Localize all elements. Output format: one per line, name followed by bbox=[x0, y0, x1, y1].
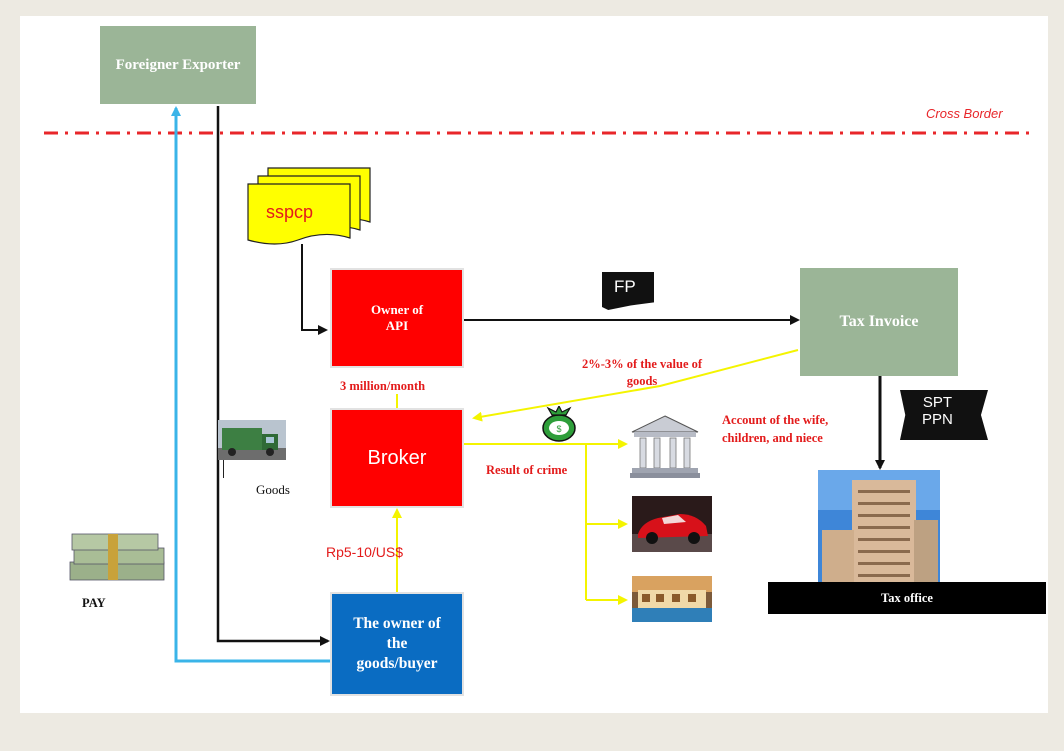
cross-border-label: Cross Border bbox=[926, 106, 1003, 121]
sspcp-document-icon bbox=[247, 167, 371, 245]
money-bag-icon: $ bbox=[542, 406, 576, 442]
account-label: Account of the wife, children, and niece bbox=[722, 413, 829, 445]
broker-label: Broker bbox=[367, 446, 427, 469]
arrow-sspcp-to-api bbox=[301, 244, 328, 335]
office-building-image bbox=[818, 470, 940, 600]
tax-invoice-box: Tax Invoice bbox=[800, 268, 958, 376]
arrow-invoice-to-broker bbox=[472, 349, 799, 422]
tax-office-label: Tax office bbox=[881, 590, 933, 605]
three-million-label: 3 million/month bbox=[340, 379, 426, 393]
percentage-label: 2%-3% of the value of goods bbox=[581, 357, 703, 388]
arrow-owner-to-exporter bbox=[171, 106, 330, 663]
owner-of-goods-box: The owner of the goods/buyer bbox=[330, 592, 464, 696]
car-image bbox=[632, 496, 712, 552]
diagram-canvas: Foreigner Exporter Cross Border sspcp Ow… bbox=[20, 16, 1048, 713]
rp-label: Rp5-10/US$ bbox=[326, 544, 404, 560]
foreigner-exporter-label: Foreigner Exporter bbox=[115, 56, 241, 73]
goods-label: Goods bbox=[256, 482, 290, 497]
money-stack-image bbox=[69, 533, 165, 581]
result-of-crime-label: Result of crime bbox=[486, 463, 568, 477]
owner-of-goods-label: The owner of the goods/buyer bbox=[353, 614, 441, 673]
fp-label: FP bbox=[614, 277, 636, 296]
owner-api-box: Owner of API bbox=[330, 268, 464, 368]
bank-icon bbox=[630, 415, 700, 478]
broker-box: Broker bbox=[330, 408, 464, 508]
arrow-exporter-to-owner bbox=[216, 106, 330, 646]
spt-ppn-tag: SPT PPN bbox=[900, 390, 988, 440]
hotel-image bbox=[632, 576, 712, 622]
svg-text:$: $ bbox=[556, 424, 561, 434]
truck-pole bbox=[223, 460, 224, 478]
foreigner-exporter-box: Foreigner Exporter bbox=[100, 26, 256, 104]
connector-layer bbox=[44, 106, 1032, 663]
spt-label: SPT bbox=[922, 394, 953, 411]
pay-label: PAY bbox=[82, 596, 106, 610]
tax-office-bar: Tax office bbox=[768, 582, 1046, 614]
truck-image bbox=[218, 420, 286, 460]
owner-api-label: Owner of API bbox=[370, 301, 424, 333]
ppn-label: PPN bbox=[922, 410, 953, 428]
sspcp-label: sspcp bbox=[266, 202, 314, 222]
tax-invoice-label: Tax Invoice bbox=[839, 313, 919, 330]
